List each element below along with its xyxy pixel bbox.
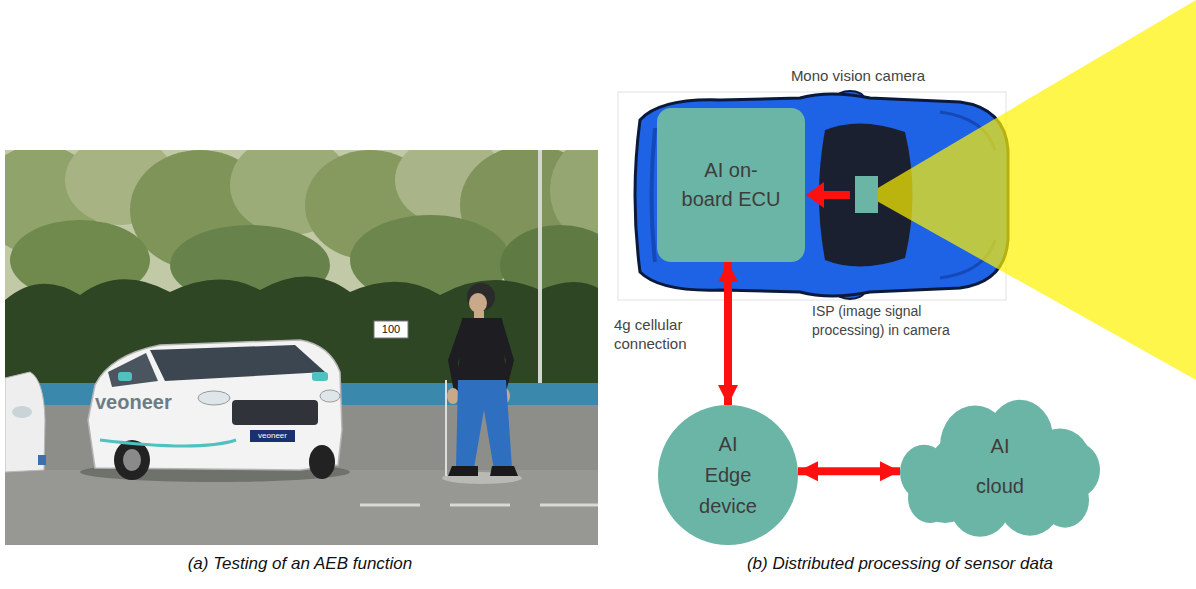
subfigure-caption: (b) Distributed processing of sensor dat… [640,553,1160,575]
cloud-outline [928,422,1072,514]
test-car [309,445,335,479]
test-car [198,391,230,405]
node-label: AI Edge device [695,429,761,522]
aeb-test-photo [5,150,598,545]
test-car [100,440,236,446]
pedestrian-dummy [448,466,478,476]
pedestrian-dummy [445,380,447,476]
plate-text: veoneer [250,430,295,442]
sign-number: 100 [374,321,408,338]
lane-marking [360,504,598,507]
node-label: AI on-board ECU [681,156,781,214]
node-text-block: AI on-board ECU [681,156,781,214]
test-car [312,372,328,381]
asphalt-light [5,470,598,545]
node-label: AI cloud [969,426,1031,506]
camera-label: Mono vision camera [758,66,958,85]
speed-sign [374,321,408,338]
ecu-box: AI on-board ECU [657,108,805,262]
test-car [150,345,325,381]
test-car [118,372,132,381]
second-car [5,372,45,472]
test-car [320,390,340,402]
pedestrian-dummy [447,388,459,404]
cloud-outline [900,394,1100,538]
test-car [232,400,318,425]
test-car [123,449,141,471]
subfigure-caption: (a) Testing of an AEB function [40,553,560,575]
node-text-block: AI cloud [969,426,1031,506]
pedestrian-dummy [469,293,487,313]
edge-device-circle: AI Edge device [658,405,798,545]
second-car [5,372,46,472]
second-car [38,455,46,465]
camera-data-arrow [806,182,850,208]
cloud-shape: AI cloud [900,394,1100,538]
camera-data-arrow [820,191,850,199]
second-car [12,406,32,418]
isp-label: ISP (image signal processing) in camera [812,302,987,340]
car-brand-text: veoneer [95,390,185,414]
data-link-arrow [798,467,900,475]
node-text-block: AI Edge device [695,429,761,522]
data-link-arrow [724,262,732,405]
connection-label: 4g cellular connection [612,314,710,354]
test-car [250,430,295,442]
pedestrian-dummy [490,466,518,476]
test-car [114,440,150,480]
pedestrian-dummy [458,318,506,382]
pedestrian-dummy [442,283,522,484]
pedestrian-dummy [456,380,512,470]
circle-outline [658,405,798,545]
camera-data-arrow [806,182,824,208]
car-top-view [652,128,656,262]
test-car [80,340,350,482]
pedestrian-dummy [474,311,484,319]
test-car [108,353,158,387]
camera-symbol [855,176,878,213]
